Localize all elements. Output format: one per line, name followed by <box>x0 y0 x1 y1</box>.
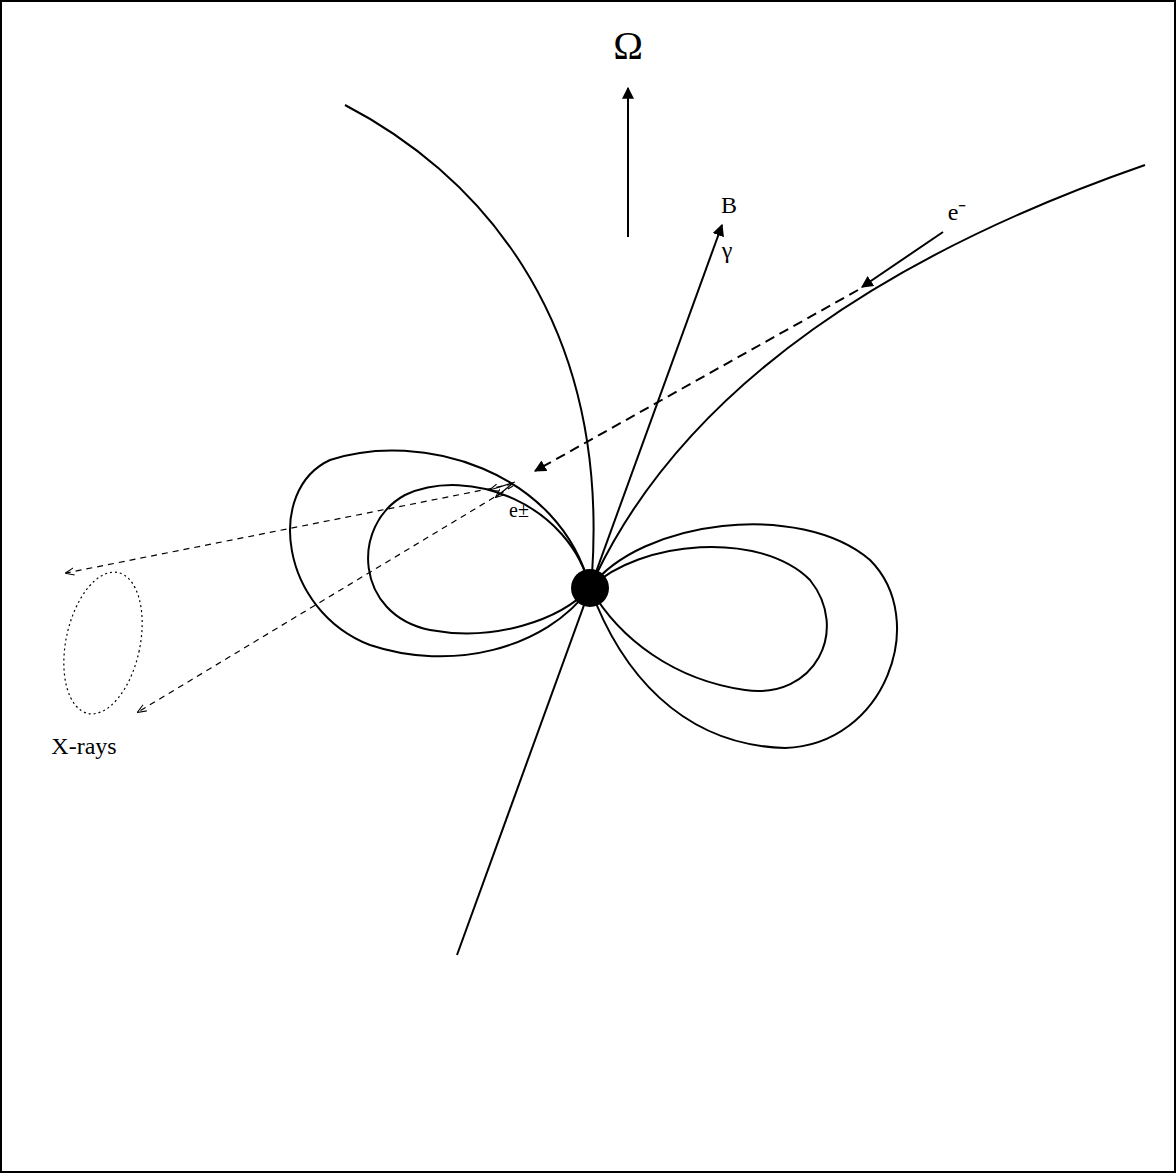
gamma-label: γ <box>722 238 733 262</box>
xray-ray <box>66 484 513 573</box>
open-field-line <box>596 165 1145 575</box>
rotation-axis <box>627 88 629 237</box>
electron-arrow <box>862 232 943 287</box>
xray-label: X-rays <box>51 734 116 758</box>
closed-field-loop <box>590 547 827 691</box>
gamma-ray <box>535 290 858 471</box>
closed-field-loop <box>368 485 590 633</box>
xray-ray <box>138 486 513 712</box>
electron-label: e⁻ <box>948 200 967 224</box>
pair-arrow <box>496 484 512 497</box>
closed-field-loop <box>290 450 590 656</box>
pair-label: e± <box>509 500 529 520</box>
neutron-star <box>571 569 609 607</box>
xray-cone <box>52 565 154 721</box>
closed-field-loop <box>590 524 897 748</box>
field-label: B <box>721 193 737 217</box>
magnetic-axis <box>457 225 722 955</box>
pair-arrow <box>490 482 515 490</box>
open-field-line <box>345 105 594 575</box>
rotation-label: Ω <box>613 26 643 66</box>
